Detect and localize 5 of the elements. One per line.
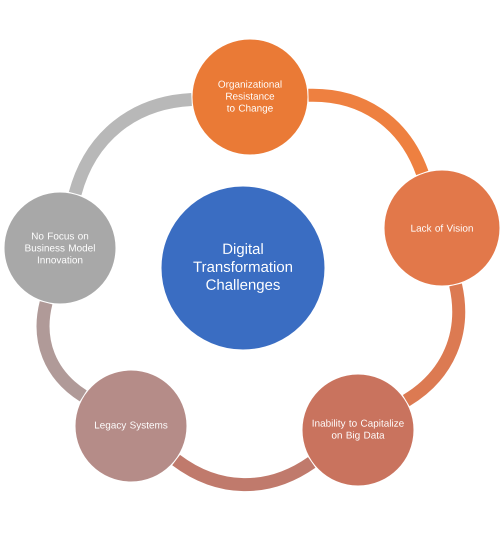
ring-segment [402,284,466,406]
ring-segment [172,454,316,492]
ring-segment [308,88,428,176]
ring-segment [36,301,87,402]
ring-segment [68,93,192,196]
